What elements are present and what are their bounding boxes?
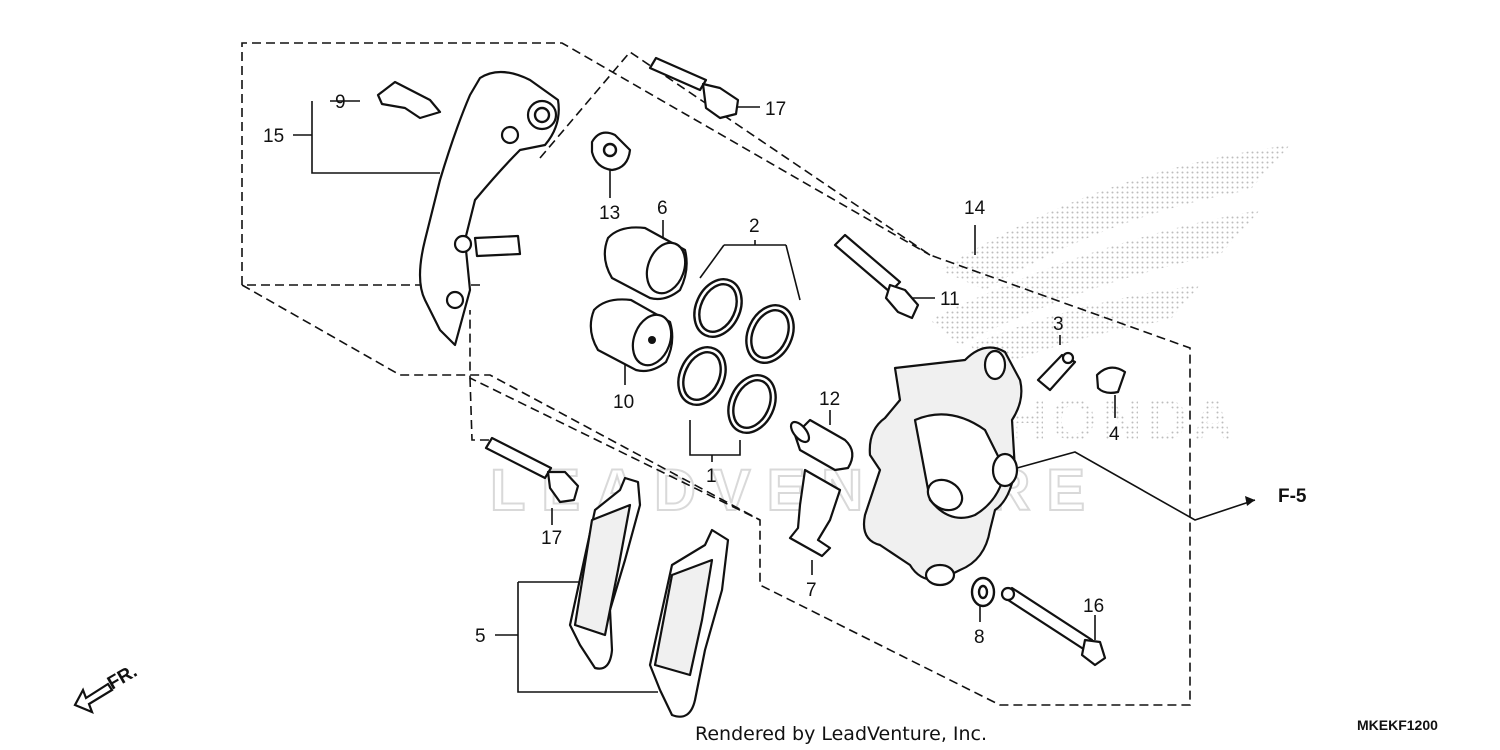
dust-boot[interactable]	[590, 131, 632, 172]
callout-4: 4	[1109, 424, 1120, 445]
pad-spring[interactable]	[788, 468, 842, 558]
credit-text: Rendered by LeadVenture, Inc.	[695, 723, 987, 745]
piston-seals-1[interactable]	[669, 340, 784, 441]
front-direction-arrow: FR.	[73, 661, 141, 714]
pin-bolt-11[interactable]	[833, 233, 920, 320]
callout-5: 5	[475, 626, 486, 647]
callout-6: 6	[657, 198, 668, 219]
callout-11: 11	[940, 289, 960, 310]
ref-page-label: F-5	[1278, 486, 1307, 507]
callout-12: 12	[819, 389, 840, 410]
callout-15: 15	[263, 126, 284, 147]
callout-16: 16	[1083, 596, 1104, 617]
assembly-outline	[241, 42, 1191, 706]
pin-bolt-16[interactable]	[1000, 586, 1107, 667]
callout-14: 14	[964, 198, 986, 219]
plug-12[interactable]	[788, 418, 854, 472]
callout-13: 13	[599, 203, 620, 224]
bleeder-cap[interactable]	[1095, 366, 1127, 394]
leader-lines	[293, 100, 1256, 693]
callout-17-upper: 17	[765, 99, 786, 120]
diagram-code: MKEKF1200	[1357, 717, 1438, 733]
washer[interactable]	[970, 576, 996, 608]
callout-17-lower: 17	[541, 528, 562, 549]
callout-labels: 9 15 17 13 6 2 14 11 3 10 12 4 1 F-5 17 …	[263, 92, 1307, 648]
bolt-lower[interactable]	[484, 436, 580, 504]
callout-7: 7	[806, 580, 817, 601]
callout-3: 3	[1053, 314, 1064, 335]
piston-seals-2[interactable]	[685, 272, 802, 371]
bleeder-valve[interactable]	[1036, 351, 1077, 392]
honda-wing-logo: HONDA	[930, 145, 1290, 453]
piston-lower[interactable]	[589, 298, 678, 373]
pad-clip[interactable]	[376, 80, 442, 120]
caliper-body[interactable]	[862, 346, 1023, 587]
callout-10: 10	[613, 392, 634, 413]
brake-pad-front[interactable]	[568, 476, 642, 670]
brake-pad-rear[interactable]	[648, 528, 730, 718]
bolt-upper[interactable]	[648, 56, 740, 120]
honda-logo-text: HONDA	[1005, 388, 1238, 453]
piston-upper[interactable]	[603, 226, 692, 301]
callout-1: 1	[706, 466, 717, 487]
callout-2: 2	[749, 216, 760, 237]
caliper-bracket[interactable]	[418, 70, 560, 347]
callout-8: 8	[974, 627, 985, 648]
callout-9: 9	[335, 92, 346, 113]
